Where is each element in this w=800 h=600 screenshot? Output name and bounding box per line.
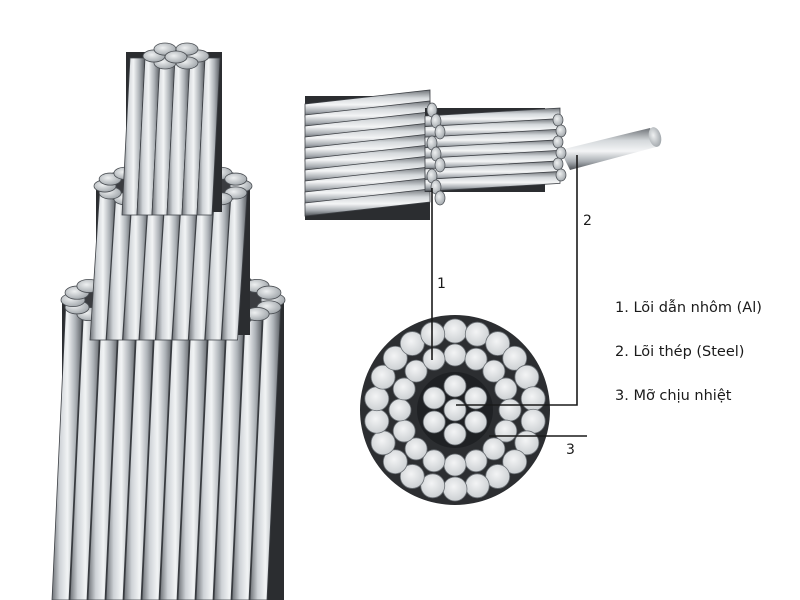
inner-strand-layer [121,42,222,216]
strand-end [164,50,188,64]
cable-cross-section [360,315,550,505]
wire-section [464,347,488,371]
strand-end [434,190,446,206]
wire-section [370,364,396,390]
wire-section [502,449,528,475]
wire-section [498,398,522,422]
callout-number-3: 3 [566,442,575,458]
strand [196,57,221,216]
wire-section [482,359,506,383]
wire-section [520,386,546,412]
strand-end [434,157,446,173]
strand-end [552,113,564,127]
strand-end [552,135,564,149]
steel-core-strand [560,127,662,170]
wire-section [404,437,428,461]
wire-section [485,331,511,356]
horizontal-cable-illustration [304,89,662,220]
wire-section [364,386,390,412]
wire-section [494,377,518,401]
strand-end [552,157,564,171]
wire-section [420,473,446,499]
wire-section [464,386,488,410]
wire-section [388,398,412,422]
wire-section [464,321,490,347]
stepped-cable-illustration [51,42,286,600]
wire-section [382,449,408,475]
wire-section [422,347,446,371]
callout-number-1: 1 [437,276,446,292]
strand-end [434,124,446,140]
wire-section [442,476,468,502]
wire-section [443,453,467,477]
wire-section [485,464,511,489]
wire-section [514,430,540,456]
wire-section [422,410,446,434]
strand-end [555,124,567,138]
wire-section [514,364,540,390]
strand-end [555,146,567,160]
wire-section [422,449,446,473]
wire-section [520,408,546,434]
wire-section [502,345,528,371]
wire-section [382,345,408,371]
wire-section [443,398,467,422]
wire-section [443,374,467,398]
callout-number-2: 2 [583,213,592,229]
wire-section [443,422,467,446]
strand-end [224,172,248,186]
strand-end [555,168,567,182]
legend-item-heat-resistant-grease: 3. Mỡ chịu nhiệt [615,388,732,404]
wire-section [464,473,490,499]
wire-section [392,419,416,443]
legend: 1. Lõi dẫn nhôm (Al) 2. Lõi thép (Steel)… [615,296,762,428]
wire-section [370,430,396,456]
wire-section [443,343,467,367]
strand [304,188,431,217]
strand [424,171,561,192]
legend-item-steel-core: 2. Lõi thép (Steel) [615,344,745,360]
wire-section [399,464,425,489]
callout-line-2 [456,155,578,406]
strand-end [256,285,282,300]
wire-section [482,437,506,461]
callout-lines [431,155,587,437]
wire-section [404,359,428,383]
legend-item-aluminum-core: 1. Lõi dẫn nhôm (Al) [615,300,762,316]
wire-section [392,377,416,401]
wire-section [442,318,468,344]
wire-section [399,331,425,356]
wire-section [464,410,488,434]
wire-section [464,449,488,473]
wire-section [364,408,390,434]
wire-section [422,386,446,410]
